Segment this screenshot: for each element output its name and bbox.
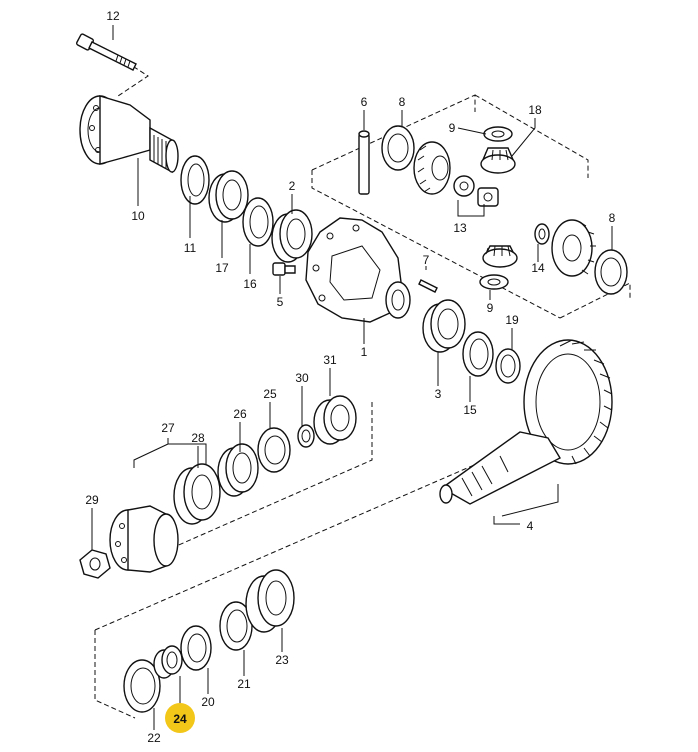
- ring-11: [180, 155, 210, 205]
- callout-19: 19: [505, 313, 519, 327]
- ring-16: [242, 197, 274, 247]
- planet-gear-lower: [482, 245, 518, 268]
- callout-28: 28: [191, 431, 205, 445]
- callout-5: 5: [277, 295, 284, 309]
- callout-11: 11: [184, 241, 197, 255]
- callout-16: 16: [243, 277, 257, 291]
- callout-9-upper: 9: [449, 121, 456, 135]
- callout-17: 17: [215, 261, 229, 275]
- callout-3: 3: [435, 387, 442, 401]
- callout-15: 15: [463, 403, 477, 417]
- pin-7: [418, 279, 438, 293]
- ring-20: [180, 625, 212, 671]
- callout-9-lower: 9: [487, 301, 494, 315]
- callout-1: 1: [361, 345, 368, 359]
- planet-gear-upper: [480, 147, 516, 174]
- seal-28: [173, 463, 221, 525]
- callout-21: 21: [237, 677, 251, 691]
- callout-14: 14: [531, 261, 545, 275]
- bearing-26: [217, 443, 259, 497]
- callout-18: 18: [528, 103, 542, 117]
- highlight-marker: [165, 703, 195, 733]
- callout-22: 22: [147, 731, 161, 745]
- nut-13-pair: [453, 175, 499, 207]
- ring-22: [123, 659, 161, 713]
- sleeve-24: [153, 645, 183, 679]
- bearing-23: [245, 569, 295, 633]
- callout-labels: 1 2 3 4 5 6 7 8 8 9 9 10 11 12 13 14 15 …: [85, 9, 615, 745]
- bolt-5: [272, 262, 296, 276]
- bearing-3: [422, 299, 466, 353]
- callout-20: 20: [201, 695, 215, 709]
- callout-8-upper: 8: [399, 95, 406, 109]
- washer-8-upper: [381, 125, 415, 171]
- callout-7: 7: [423, 253, 430, 267]
- leader-lines: [91, 25, 613, 730]
- ring-15: [462, 331, 494, 377]
- bearing-17: [208, 170, 249, 223]
- side-gear-left: [413, 141, 451, 195]
- callout-29: 29: [85, 493, 99, 507]
- callout-31: 31: [323, 353, 337, 367]
- nut-29: [79, 549, 111, 579]
- callout-24: 24: [173, 712, 187, 726]
- washer-8-lower: [594, 249, 628, 295]
- callout-25: 25: [263, 387, 277, 401]
- side-gear-right: [551, 219, 596, 277]
- callout-27: 27: [161, 421, 175, 435]
- callout-23: 23: [275, 653, 289, 667]
- callout-12: 12: [106, 9, 120, 23]
- callout-10: 10: [131, 209, 145, 223]
- callout-13: 13: [453, 221, 467, 235]
- washer-14: [534, 223, 550, 245]
- differential-housing-1: [305, 217, 411, 323]
- bolt-12: [76, 33, 137, 71]
- callout-30: 30: [295, 371, 309, 385]
- bearing-2: [271, 209, 313, 263]
- callout-6: 6: [361, 95, 368, 109]
- washer-9-upper: [483, 126, 513, 142]
- flange-27: [109, 505, 179, 573]
- callout-8-lower: 8: [609, 211, 616, 225]
- washer-30: [297, 424, 315, 448]
- ring-19: [495, 348, 521, 384]
- callout-2: 2: [289, 179, 296, 193]
- callout-26: 26: [233, 407, 247, 421]
- callout-4: 4: [527, 519, 534, 533]
- washer-9-lower: [479, 274, 509, 290]
- bearing-31: [313, 395, 357, 445]
- ring-25: [257, 427, 291, 473]
- flange-shaft-10: [79, 95, 179, 174]
- crown-wheel-pinion-4: [439, 339, 613, 505]
- pin-6: [358, 130, 370, 195]
